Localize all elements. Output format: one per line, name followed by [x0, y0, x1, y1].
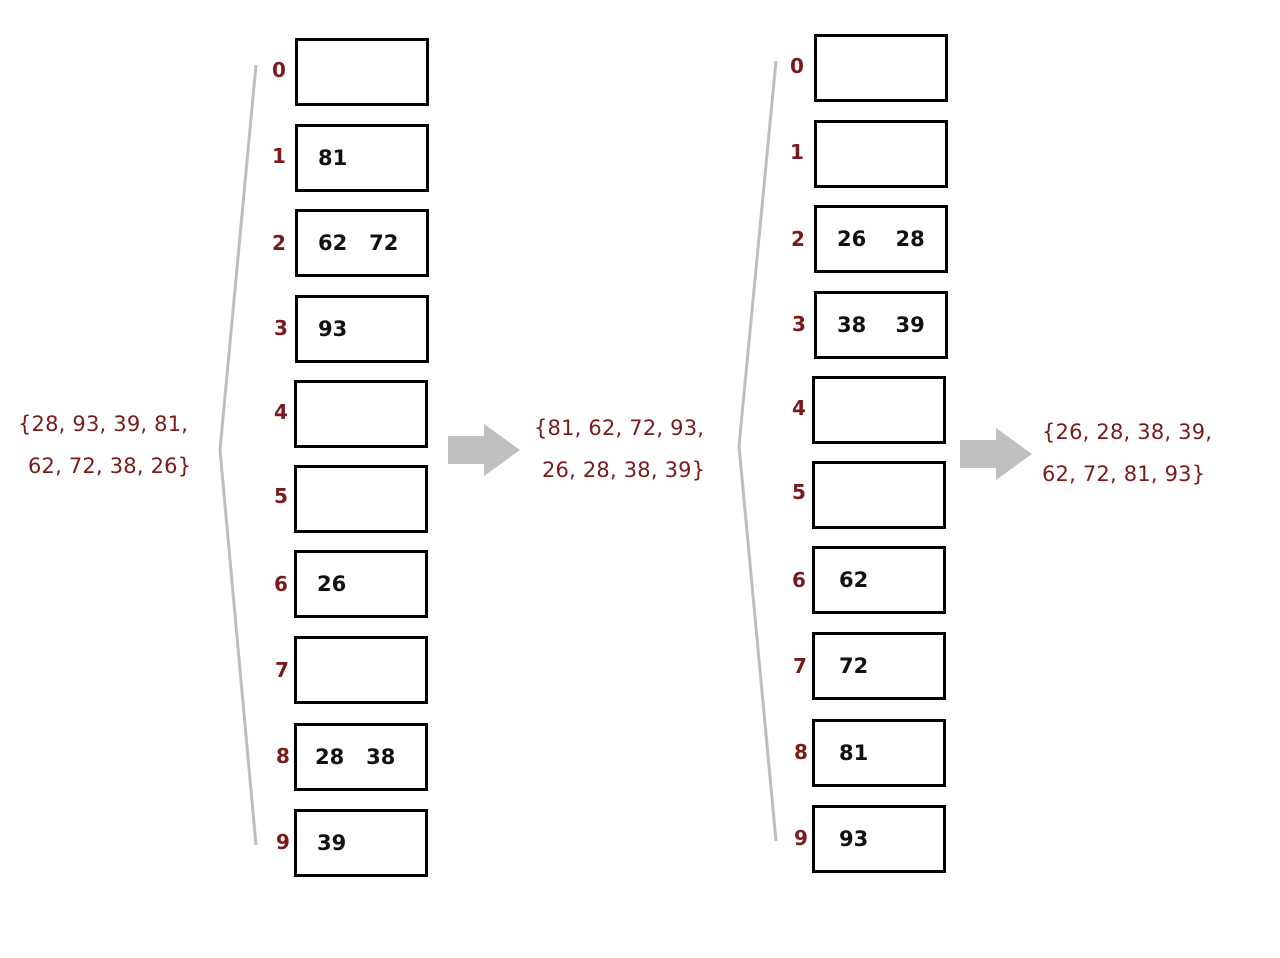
bucket-values: 62 72	[318, 231, 399, 255]
bucket-index: 0	[272, 58, 286, 82]
bucket-values: 38 39	[837, 313, 925, 337]
bucket-index: 1	[272, 144, 286, 168]
bucket-box: 62	[812, 546, 946, 614]
brace-icon	[218, 64, 258, 846]
bucket-box: 39	[294, 809, 428, 877]
bucket-index: 2	[272, 231, 286, 255]
bucket-box	[812, 376, 946, 444]
sorted-sequence-line-2: 62, 72, 81, 93}	[1042, 462, 1206, 486]
bucket-box: 81	[812, 719, 946, 787]
bucket-index: 6	[792, 568, 806, 592]
bucket-values: 28 38	[315, 745, 396, 769]
bucket-index: 5	[792, 480, 806, 504]
bucket-values: 39	[317, 831, 347, 855]
bucket-box: 93	[812, 805, 946, 873]
bucket-values: 81	[318, 146, 348, 170]
bucket-box	[812, 461, 946, 529]
bucket-index: 4	[274, 400, 288, 424]
bucket-index: 8	[794, 740, 808, 764]
bucket-index: 3	[274, 316, 288, 340]
bucket-index: 0	[790, 54, 804, 78]
bucket-box	[295, 38, 429, 106]
bucket-index: 8	[276, 744, 290, 768]
bucket-box: 26	[294, 550, 428, 618]
bucket-index: 4	[792, 396, 806, 420]
bucket-index: 5	[274, 484, 288, 508]
bucket-box: 38 39	[814, 291, 948, 359]
bucket-index: 7	[275, 658, 289, 682]
right-arrow-icon	[960, 428, 1032, 480]
bucket-index: 1	[790, 140, 804, 164]
bucket-box	[294, 380, 428, 448]
pass-1-sequence-line-1: {81, 62, 72, 93,	[534, 416, 705, 440]
input-sequence-line-2: 62, 72, 38, 26}	[28, 454, 192, 478]
bucket-values: 26 28	[837, 227, 925, 251]
brace-icon	[737, 60, 778, 842]
bucket-box: 26 28	[814, 205, 948, 273]
bucket-box	[294, 636, 428, 704]
bucket-values: 72	[839, 654, 869, 678]
bucket-box: 62 72	[295, 209, 429, 277]
bucket-box: 28 38	[294, 723, 428, 791]
bucket-values: 62	[839, 568, 869, 592]
bucket-box: 72	[812, 632, 946, 700]
bucket-values: 81	[839, 741, 869, 765]
bucket-index: 2	[791, 227, 805, 251]
bucket-values: 26	[317, 572, 347, 596]
right-arrow-icon	[448, 424, 520, 476]
bucket-index: 9	[794, 826, 808, 850]
bucket-index: 6	[274, 572, 288, 596]
bucket-box	[814, 34, 948, 102]
bucket-index: 3	[792, 312, 806, 336]
bucket-box	[294, 465, 428, 533]
bucket-box: 93	[295, 295, 429, 363]
bucket-index: 9	[276, 830, 290, 854]
bucket-values: 93	[318, 317, 348, 341]
sorted-sequence-line-1: {26, 28, 38, 39,	[1042, 420, 1213, 444]
bucket-index: 7	[793, 654, 807, 678]
bucket-box: 81	[295, 124, 429, 192]
pass-1-sequence-line-2: 26, 28, 38, 39}	[542, 458, 706, 482]
bucket-values: 93	[839, 827, 869, 851]
bucket-box	[814, 120, 948, 188]
input-sequence-line-1: {28, 93, 39, 81,	[18, 412, 189, 436]
